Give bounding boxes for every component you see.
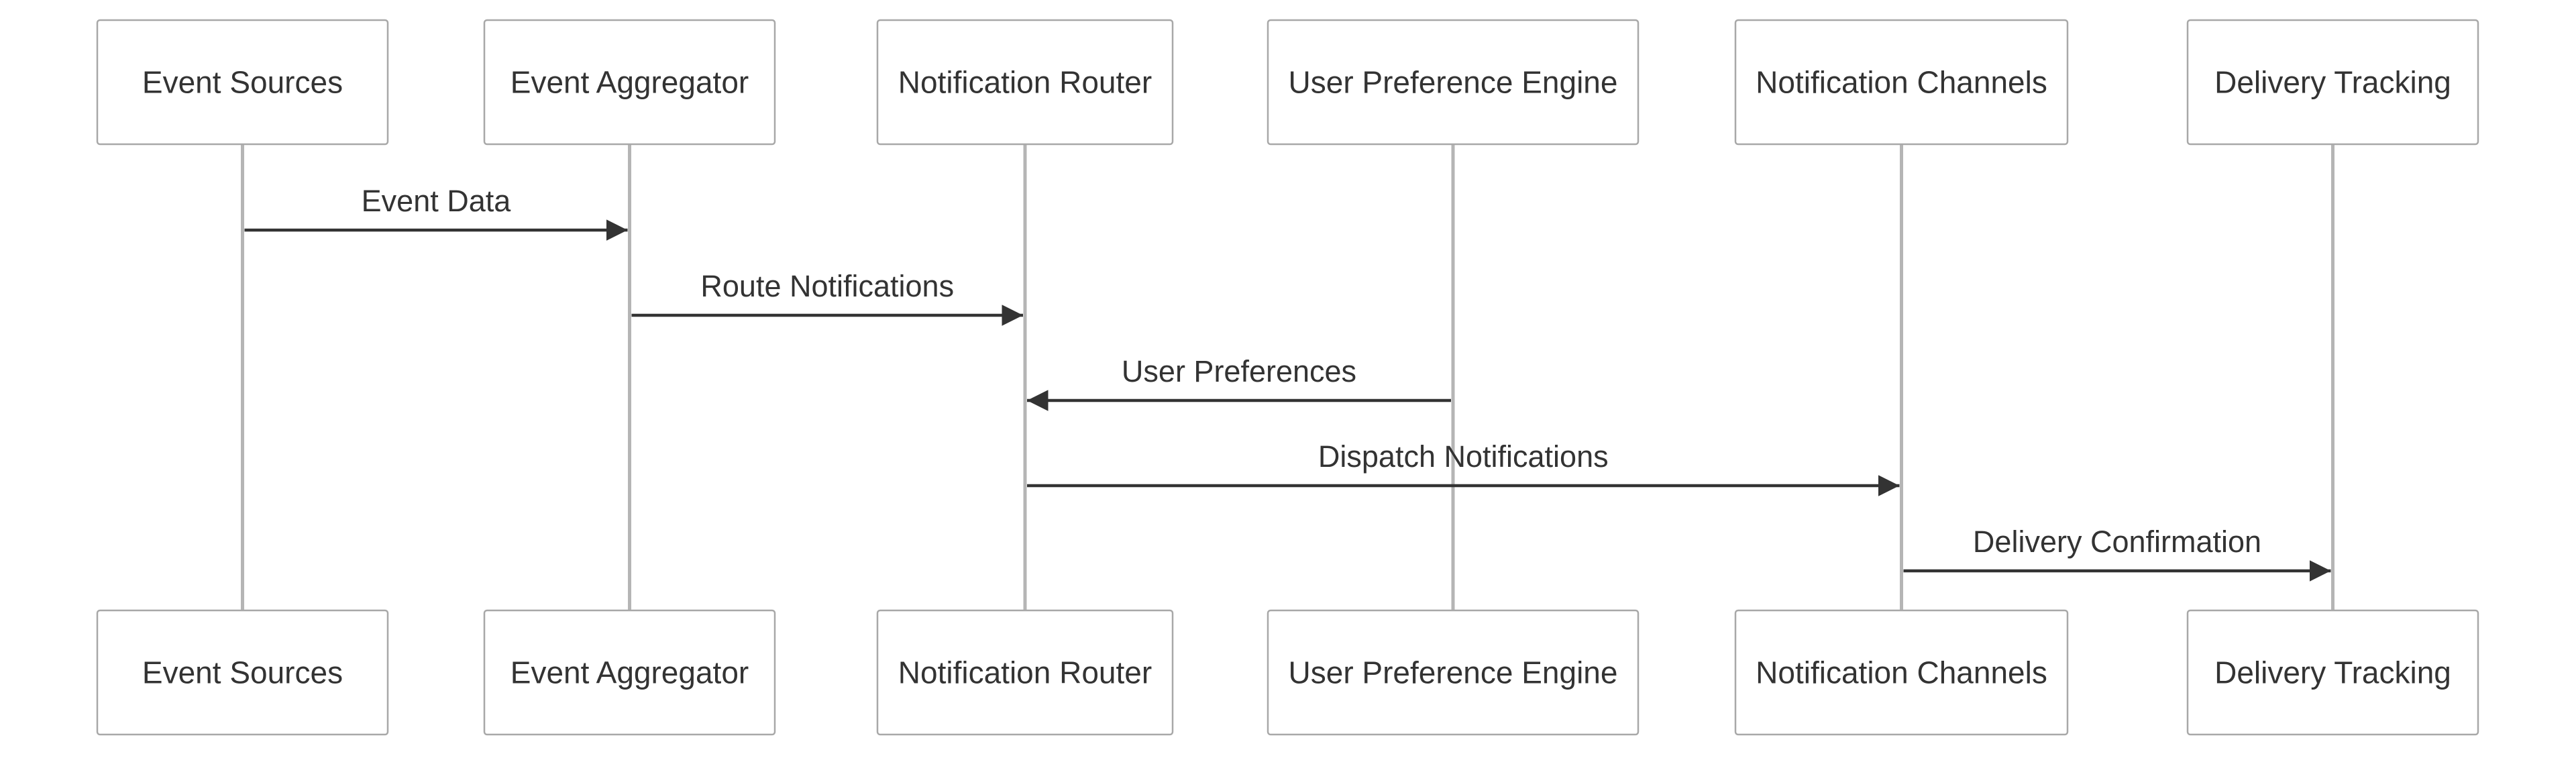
participant-bottom-event-sources: Event Sources — [96, 609, 389, 736]
participant-bottom-event-aggregator: Event Aggregator — [483, 609, 776, 736]
lifelines — [241, 144, 2334, 610]
participant-bottom-user-preference-engine: User Preference Engine — [1267, 609, 1640, 736]
participant-header-row: Event Sources Event Aggregator Notificatio… — [96, 19, 2479, 146]
message-label: Route Notifications — [700, 269, 954, 303]
participant-label: Notification Channels — [1756, 65, 2047, 100]
participant-label: User Preference Engine — [1289, 65, 1618, 100]
message-event-data: Event Data — [244, 184, 628, 241]
participant-bottom-notification-router: Notification Router — [876, 609, 1174, 736]
participant-label: Notification Channels — [1756, 655, 2047, 690]
message-dispatch-notifications: Dispatch Notifications — [1027, 439, 1900, 496]
message-label: Event Data — [362, 184, 512, 218]
participant-box — [1267, 19, 1640, 146]
participant-box — [2186, 19, 2479, 146]
participant-bottom-delivery-tracking: Delivery Tracking — [2186, 609, 2479, 736]
participant-top-event-aggregator: Event Aggregator — [483, 19, 776, 146]
participant-box — [876, 19, 1174, 146]
participant-box — [1267, 609, 1640, 736]
message-delivery-confirmation: Delivery Confirmation — [1903, 525, 2331, 582]
participant-label: Delivery Tracking — [2214, 655, 2451, 690]
participant-top-delivery-tracking: Delivery Tracking — [2186, 19, 2479, 146]
participant-box — [1734, 609, 2069, 736]
participant-box — [876, 609, 1174, 736]
participant-box — [1734, 19, 2069, 146]
participant-label: Notification Router — [898, 655, 1152, 690]
message-label: Delivery Confirmation — [1973, 525, 2261, 559]
message-user-preferences: User Preferences — [1027, 354, 1451, 411]
message-label: User Preferences — [1122, 354, 1356, 388]
participant-top-user-preference-engine: User Preference Engine — [1267, 19, 1640, 146]
participant-footer-row: Event Sources Event Aggregator Notificatio… — [96, 609, 2479, 736]
participant-label: Notification Router — [898, 65, 1152, 100]
participant-label: Event Aggregator — [511, 655, 749, 690]
participant-box — [2186, 609, 2479, 736]
message-route-notifications: Route Notifications — [631, 269, 1023, 326]
participant-label: Event Sources — [142, 65, 343, 100]
participant-label: Delivery Tracking — [2214, 65, 2451, 100]
participant-top-notification-channels: Notification Channels — [1734, 19, 2069, 146]
participant-box — [96, 609, 389, 736]
participant-box — [96, 19, 389, 146]
participant-label: Event Sources — [142, 655, 343, 690]
participant-top-event-sources: Event Sources — [96, 19, 389, 146]
participant-box — [483, 19, 776, 146]
participant-bottom-notification-channels: Notification Channels — [1734, 609, 2069, 736]
participant-label: Event Aggregator — [511, 65, 749, 100]
participant-label: User Preference Engine — [1289, 655, 1618, 690]
participant-box — [483, 609, 776, 736]
message-label: Dispatch Notifications — [1318, 439, 1609, 474]
participant-top-notification-router: Notification Router — [876, 19, 1174, 146]
